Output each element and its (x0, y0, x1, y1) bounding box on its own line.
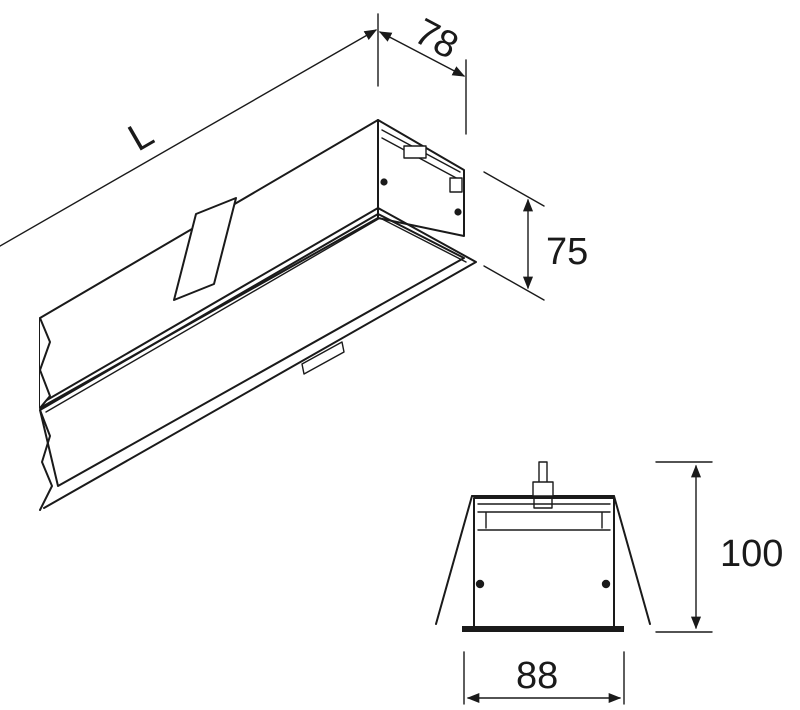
dim-label-75: 75 (546, 231, 588, 273)
break-line (39, 317, 51, 409)
end-cap-screw-right (454, 208, 462, 216)
dim-label-88: 88 (516, 655, 558, 697)
dim-label-L: L (122, 113, 161, 160)
dim-line-L (0, 29, 378, 247)
break-line-lower (39, 409, 53, 511)
isometric-view: L 78 75 (0, 11, 588, 511)
dim-label-78: 78 (408, 11, 465, 68)
bottom-trim (462, 626, 624, 632)
end-cap-clip (403, 145, 427, 159)
ext-line-75-top (483, 171, 545, 207)
dim-line-78 (378, 31, 466, 77)
side-label-tag (173, 197, 237, 301)
trim-flange (39, 207, 477, 509)
ext-line-75-bottom (483, 265, 545, 301)
connector-body (532, 481, 554, 497)
inner-channel (477, 503, 611, 531)
dim-label-100: 100 (720, 533, 783, 575)
mounting-clip (301, 341, 345, 375)
housing-body (473, 497, 615, 629)
end-cap-face (377, 119, 465, 237)
spring-wing-right (613, 495, 651, 625)
trim-flange-inner (45, 217, 467, 413)
section-screw-left (475, 579, 485, 589)
connector-clip (533, 497, 553, 509)
spring-wing-left (435, 495, 473, 625)
diffuser-panel (39, 213, 465, 487)
end-cap-screw-left (380, 178, 388, 186)
end-cap-clip-2 (449, 177, 463, 193)
connector-stem (538, 461, 548, 485)
cross-section-view: 100 88 (435, 461, 783, 705)
section-screw-right (601, 579, 611, 589)
